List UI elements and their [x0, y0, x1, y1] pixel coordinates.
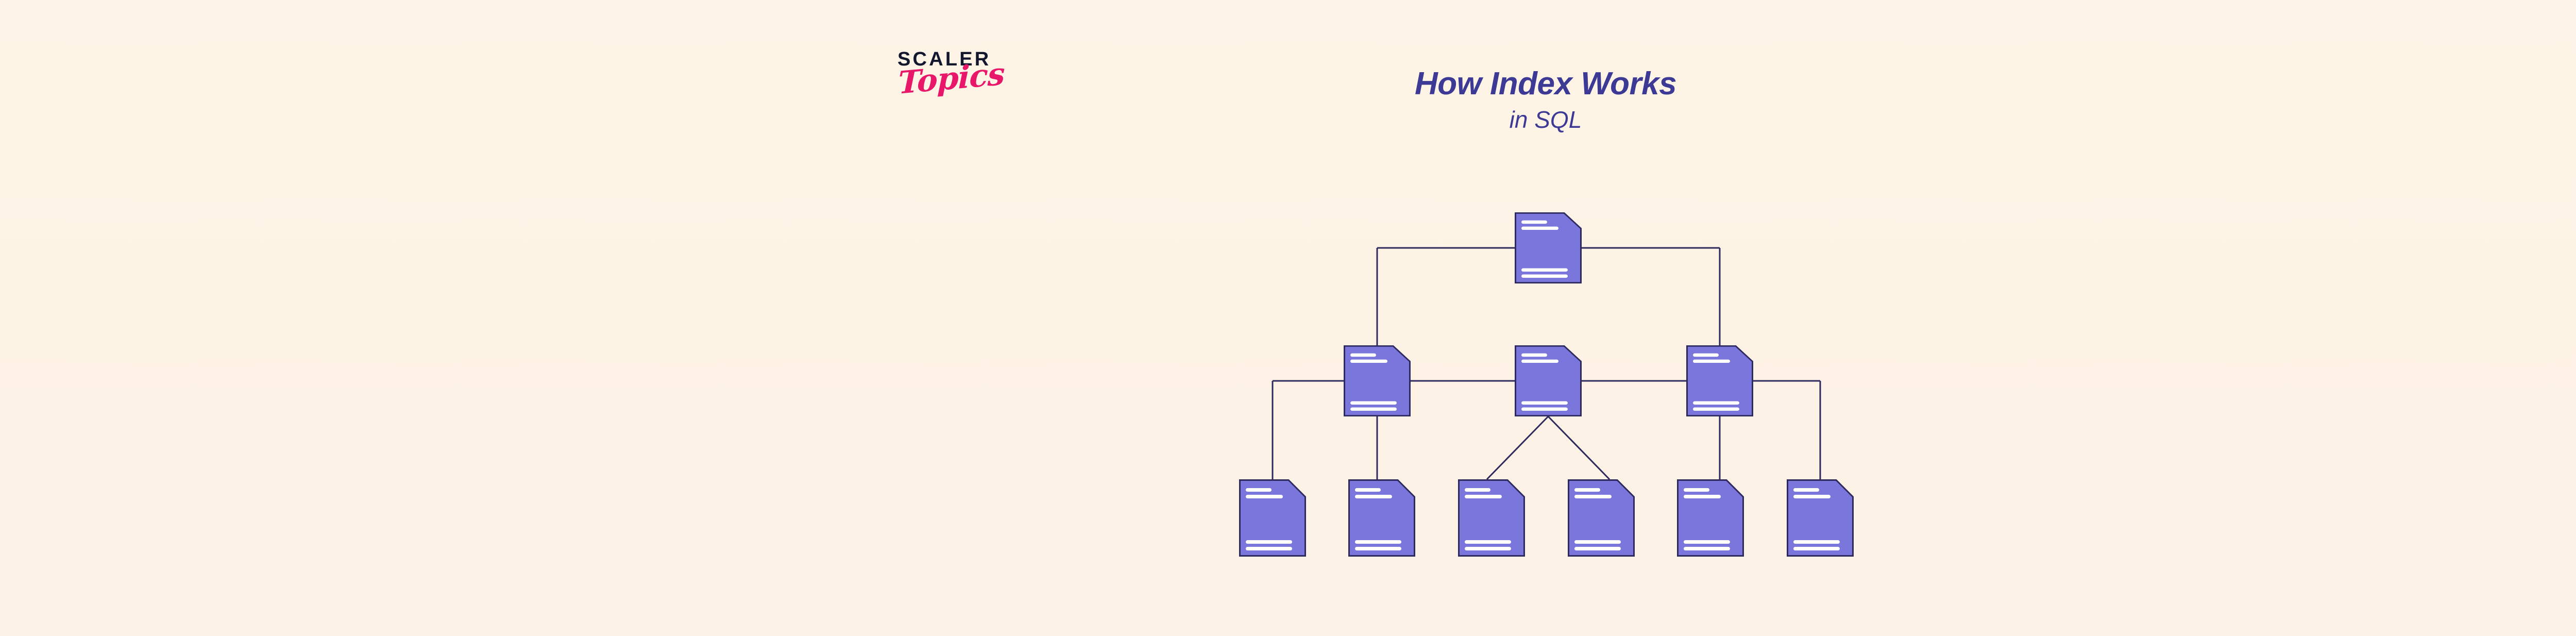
- page-subtitle: in SQL: [1509, 106, 1582, 133]
- title-block: How Index Works in SQL: [1236, 66, 1855, 133]
- page-title: How Index Works: [1414, 66, 1677, 102]
- scaler-topics-logo[interactable]: SCALER Topics: [895, 49, 1024, 127]
- logo-wordmark: SCALER: [897, 48, 991, 70]
